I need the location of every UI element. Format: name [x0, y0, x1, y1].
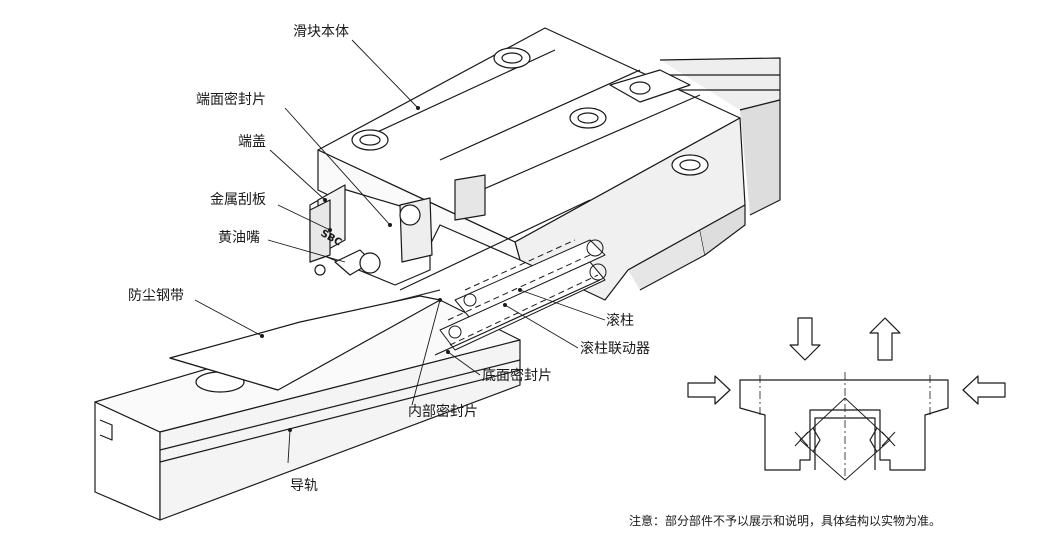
grease-nipple [314, 249, 381, 276]
label-end-seal: 端面密封片 [196, 92, 266, 108]
dust-strip [169, 295, 441, 391]
load-direction-section [687, 317, 1006, 481]
label-dust-strip: 防尘钢带 [128, 288, 184, 304]
label-end-cap: 端盖 [238, 134, 266, 150]
label-roller-retainer: 滚柱联动器 [580, 341, 650, 357]
disclaimer-note: 注意：部分部件不予以展示和说明，具体结构以实物为准。 [629, 514, 942, 528]
label-roller: 滚柱 [606, 313, 634, 329]
leader-lines [194, 39, 606, 464]
label-bottom-seal: 底面密封片 [482, 368, 552, 384]
label-block-body: 滑块本体 [293, 24, 349, 40]
roller-chain [439, 239, 607, 351]
label-metal-scraper: 金属刮板 [210, 192, 266, 208]
label-rail: 导轨 [290, 478, 318, 494]
label-grease-nipple: 黄油嘴 [218, 230, 260, 246]
label-inner-seal: 内部密封片 [408, 404, 478, 420]
